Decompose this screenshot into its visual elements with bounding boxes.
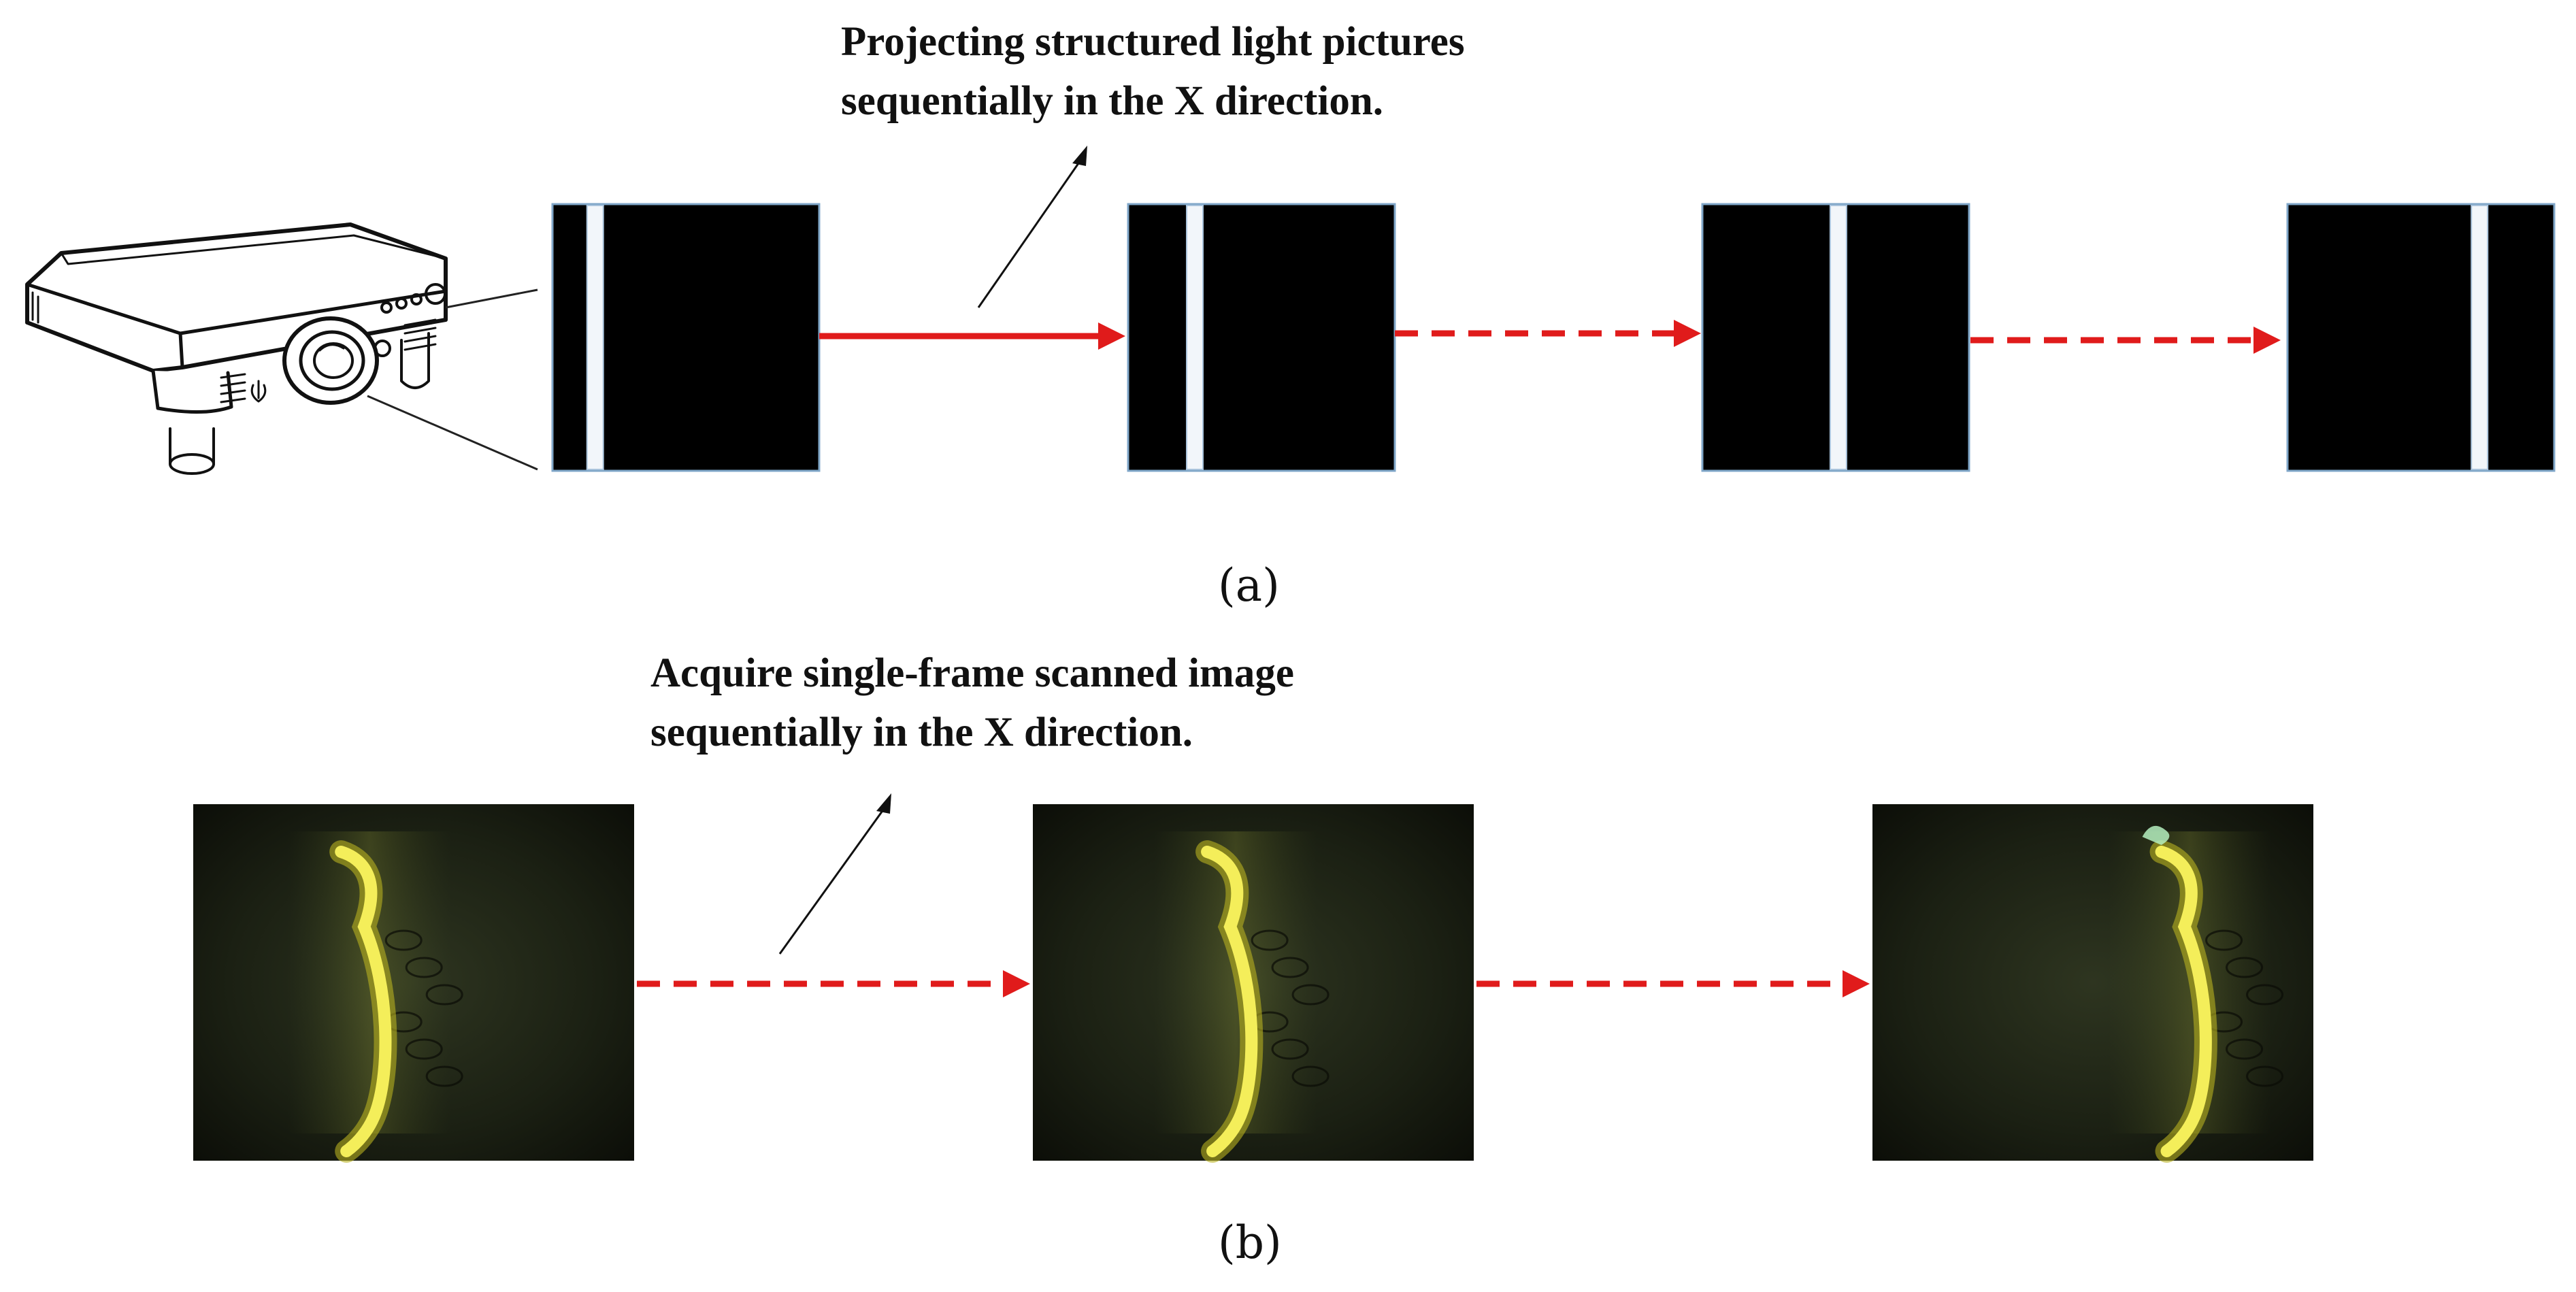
surface-texture — [1251, 929, 1289, 951]
caption-b-line-2: sequentially in the X direction. — [650, 710, 1193, 755]
arrow-head — [1674, 320, 1701, 347]
scanned-frame-3 — [1872, 804, 2313, 1163]
pattern-3 — [1701, 203, 1970, 472]
caption-b: Acquire single-frame scanned image seque… — [650, 644, 1294, 762]
scanned-frame-2 — [1033, 804, 1474, 1163]
arrow-pattern-1-to-2 — [819, 322, 1125, 350]
arrow-pattern-2-to-3 — [1395, 320, 1701, 347]
pattern-frame — [2286, 203, 2556, 472]
pattern-2 — [1127, 203, 1396, 472]
arrow-pattern-3-to-4 — [1970, 327, 2281, 354]
caption-a-leader — [977, 146, 1087, 308]
surface-texture — [2246, 1065, 2284, 1087]
surface-texture — [425, 984, 463, 1006]
surface-texture — [2226, 957, 2264, 978]
caption-a: Projecting structured light pictures seq… — [841, 12, 1465, 131]
surface-texture — [2205, 929, 2243, 951]
caption-a-line-2: sequentially in the X direction. — [841, 78, 1383, 124]
frame-sequence-arrows — [637, 970, 1870, 997]
scanned-frames — [193, 804, 2313, 1163]
pattern-sequence-arrows — [819, 320, 2281, 354]
laser-line — [335, 846, 392, 1157]
light-stripe — [2471, 205, 2489, 470]
laser-reflection — [2142, 825, 2170, 845]
surface-texture — [2246, 984, 2284, 1006]
projection-beam — [367, 288, 538, 471]
arrow-head — [1003, 970, 1030, 997]
pattern-4 — [2286, 203, 2556, 472]
panel-b-label: (b) — [1218, 1216, 1282, 1269]
surface-texture — [405, 1038, 443, 1060]
light-stripe — [1829, 205, 1847, 470]
laser-line — [1201, 846, 1258, 1157]
structured-light-patterns — [551, 203, 2556, 472]
laser-line — [2155, 846, 2212, 1157]
surface-texture — [425, 1065, 463, 1087]
pattern-1 — [551, 203, 821, 472]
caption-b-line-1: Acquire single-frame scanned image — [650, 650, 1294, 696]
surface-texture — [2226, 1038, 2264, 1060]
arrow-frame-2-to-3 — [1476, 970, 1870, 997]
arrow-head — [1098, 322, 1125, 350]
light-stripe — [1186, 205, 1204, 470]
surface-texture — [405, 957, 443, 978]
surface-texture — [1271, 1038, 1309, 1060]
scanned-frame-1 — [193, 804, 634, 1163]
surface-texture — [1291, 1065, 1330, 1087]
projector-icon — [25, 222, 448, 475]
arrow-frame-1-to-2 — [637, 970, 1030, 997]
caption-a-line-1: Projecting structured light pictures — [841, 19, 1465, 65]
caption-b-leader — [778, 793, 891, 955]
panel-a-label: (a) — [1218, 559, 1280, 612]
light-stripe — [586, 205, 604, 470]
arrow-head — [2253, 327, 2281, 354]
surface-texture — [384, 929, 423, 951]
arrow-head — [1843, 970, 1870, 997]
surface-texture — [1291, 984, 1330, 1006]
surface-texture — [1271, 957, 1309, 978]
pattern-frame — [1127, 203, 1396, 472]
